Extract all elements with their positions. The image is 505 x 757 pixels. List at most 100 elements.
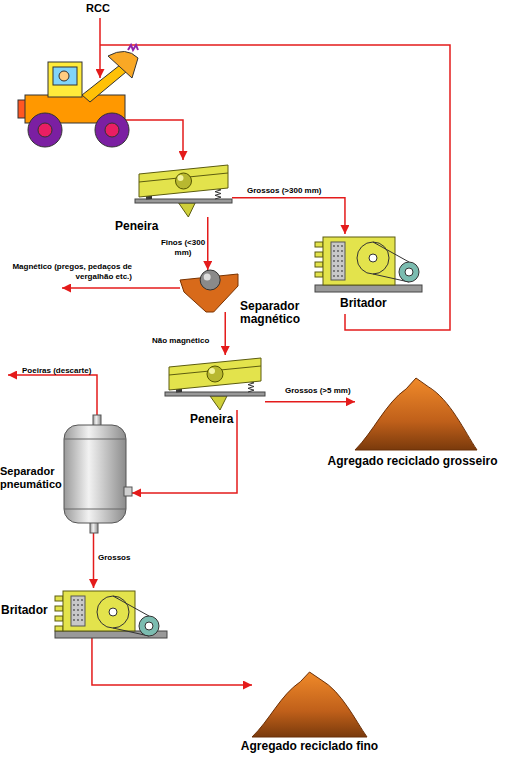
screen-box: Peneira [135, 162, 232, 217]
crusher-fin [315, 262, 323, 267]
flow-label: Grossos (>5 mm) [285, 386, 370, 396]
equipment-label: Separador magnético [240, 300, 315, 326]
loader-arm [82, 65, 126, 102]
input-arrow [99, 18, 101, 78]
crusher-jaw-dot [333, 245, 335, 247]
crusher-body [323, 237, 395, 285]
crusher-jaw-dot [77, 614, 79, 616]
flow-arrow [224, 312, 226, 355]
aggregate-pile: Agregado reciclado grosseiro [355, 378, 477, 450]
tank-band [64, 439, 126, 440]
equipment-label: Agregado reciclado grosseiro [320, 455, 505, 468]
crusher-jaw-dot [333, 265, 335, 267]
loader-illustration [18, 45, 138, 147]
crusher-jaw-dot [337, 255, 339, 257]
magnetic-separator-box: Separador magnético [180, 270, 238, 312]
aggregate-pile-shape [355, 378, 477, 450]
crusher-body [63, 591, 135, 631]
crusher-jaw-dot [337, 265, 339, 267]
screen-hopper [210, 396, 227, 410]
crusher-jaw-dot [337, 260, 339, 262]
pneumatic-separator-box: Separador pneumático [62, 415, 132, 533]
flow-label: Não magnético [152, 336, 227, 346]
crusher-jaw-dot [81, 619, 83, 621]
crusher-jaw-dot [77, 599, 79, 601]
equipment-label: Separador pneumático [0, 465, 62, 491]
crusher-box-shape [55, 588, 167, 638]
pile-shape [355, 378, 477, 450]
equipment-label: Britador [340, 297, 410, 310]
dust-out-arrow [8, 375, 97, 415]
crusher-base [315, 285, 422, 292]
crusher-flywheel [97, 596, 129, 628]
crusher-jaw-dot [333, 250, 335, 252]
crusher-jaw-dot [73, 614, 75, 616]
flow-arrow [232, 198, 345, 234]
crusher-jaw [71, 596, 85, 626]
crusher-jaw-dot [73, 609, 75, 611]
flow-arrow [92, 638, 252, 685]
crusher-jaw-dot [77, 609, 79, 611]
loader-hub [105, 123, 119, 137]
magnetic-out-arrow [62, 287, 180, 289]
flow-note: RCC [86, 2, 126, 15]
screen-base [135, 199, 232, 203]
crusher-jaw-dot [341, 265, 343, 267]
tank-band [64, 509, 126, 510]
crusher-jaw-dot [337, 275, 339, 277]
flow-note: Magnético (pregos, pedaços de vergalhão … [2, 262, 132, 282]
screen-box-shape [135, 162, 232, 217]
screen-motor [207, 366, 223, 382]
feed-arrow [122, 120, 183, 160]
loader-teeth [128, 45, 138, 50]
screen-deck [169, 358, 261, 390]
tank-body [64, 425, 126, 523]
crusher-flywheel [357, 242, 389, 274]
crusher-fin [55, 606, 63, 611]
loader-driver [59, 71, 69, 81]
crusher-jaw-dot [337, 245, 339, 247]
equipment-label: Britador [1, 604, 55, 617]
crusher-jaw-dot [77, 619, 79, 621]
equipment-label: Peneira [115, 220, 185, 233]
crusher-jaw-dot [333, 255, 335, 257]
loader-hub [38, 123, 52, 137]
crusher-hub [109, 608, 117, 616]
flow-lines [8, 18, 450, 415]
flow-label: Finos (<300 mm) [160, 238, 206, 258]
crusher-box: Britador [55, 588, 167, 638]
magnetic-chute [180, 274, 238, 312]
crusher-jaw-dot [333, 275, 335, 277]
screen-motor-highlight [209, 368, 215, 374]
flow-note: Poeiras (descarte) [22, 366, 112, 376]
crusher-box-shape [315, 234, 422, 292]
magnetic-separator-box-shape [180, 270, 238, 312]
crusher-jaw-dot [73, 619, 75, 621]
screen-deck [139, 165, 228, 197]
pile-shape [252, 672, 367, 737]
crusher-hub [369, 254, 377, 262]
crusher-motor [139, 616, 159, 636]
pneumatic-separator-box-shape [62, 415, 132, 533]
screen-motor [176, 173, 192, 189]
crusher-jaw-dot [341, 260, 343, 262]
crusher-motor-hub [405, 268, 413, 276]
loader-wheel [28, 113, 62, 147]
screen-hopper [179, 203, 195, 217]
equipment-label: Agregado reciclado fino [227, 740, 392, 753]
crusher-jaw [331, 242, 345, 280]
crusher-motor-hub [145, 622, 153, 630]
loader-window [53, 67, 77, 85]
crusher-fin [315, 252, 323, 257]
crusher-jaw-dot [341, 250, 343, 252]
crusher-jaw-dot [341, 275, 343, 277]
equipment-label: Peneira [190, 413, 260, 426]
tank-inlet [124, 487, 132, 496]
crusher-fin [315, 272, 323, 277]
crusher-jaw-dot [333, 260, 335, 262]
crusher-jaw-dot [337, 250, 339, 252]
crusher-jaw-dot [81, 604, 83, 606]
crusher-jaw-dot [73, 599, 75, 601]
crusher-jaw-dot [73, 604, 75, 606]
